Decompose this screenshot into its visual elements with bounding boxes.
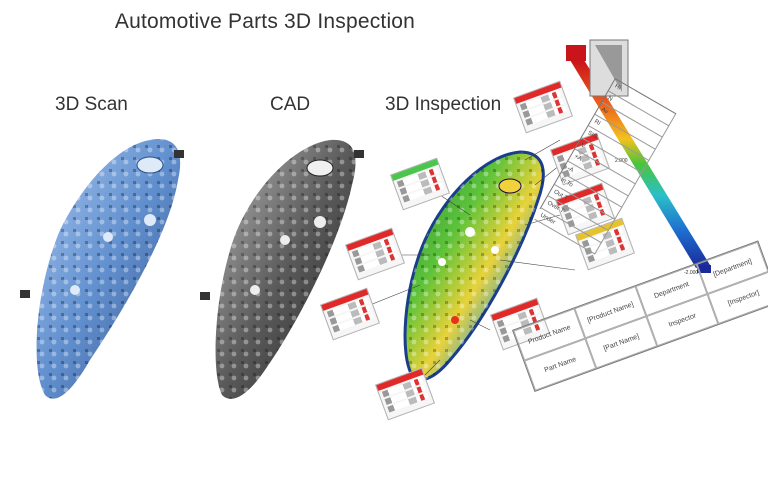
scan-panel-label: 3D Scan bbox=[55, 94, 128, 115]
inspection-part bbox=[403, 150, 545, 381]
scale-top-value: 2.000 bbox=[615, 158, 628, 164]
cad-panel-label: CAD bbox=[270, 94, 311, 115]
cad-part bbox=[200, 139, 364, 399]
deviation-color-scale bbox=[566, 39, 711, 273]
page-title: Automotive Parts 3D Inspection bbox=[114, 10, 416, 33]
inspection-panel-label: 3D Inspection bbox=[385, 94, 502, 115]
scale-bottom-value: -2.000 bbox=[684, 270, 699, 276]
scan-part bbox=[20, 139, 184, 399]
